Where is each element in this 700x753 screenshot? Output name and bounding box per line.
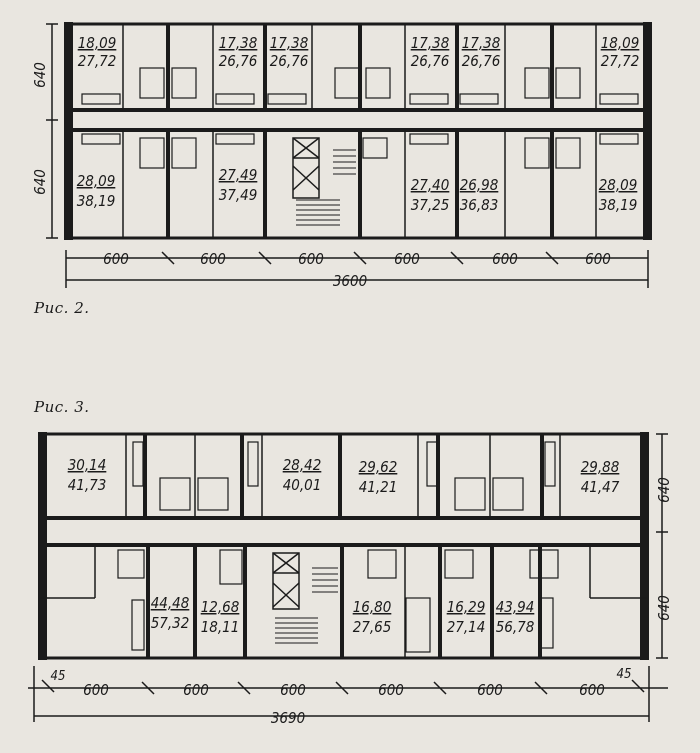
fig3-upper-total-4: 41,47 — [581, 478, 620, 496]
fig3-upper-total-2: 40,01 — [283, 476, 322, 494]
fig3-width-dim-2: 600 — [183, 681, 209, 699]
fig3-dimensions — [28, 433, 668, 722]
fig3-lower-living-3: 16,80 — [353, 598, 392, 616]
fig3-total-width: 3690 — [271, 709, 305, 727]
fig3-lower-thin-partitions — [40, 545, 647, 658]
fig2-upper-living-2: 17,38 — [219, 34, 258, 52]
fig3-width-dim-4: 600 — [378, 681, 404, 699]
fig3-stair-core — [272, 552, 338, 644]
fig3-upper-total-3: 41,21 — [359, 478, 398, 496]
fig2-upper-total-6: 27,72 — [601, 52, 640, 70]
fig3-lower-partitions — [146, 545, 542, 658]
fig2-width-dim-4: 600 — [394, 250, 420, 268]
fig3-lower-total-4: 27,14 — [447, 618, 486, 636]
fig2-width-dim-3: 600 — [298, 250, 324, 268]
fig3-lower-total-1: 57,32 — [151, 614, 190, 632]
fig2-total-width: 3600 — [333, 272, 367, 290]
fig2-lower-living-1: 28,09 — [77, 172, 116, 190]
fig2-height-dim-1: 640 — [31, 62, 49, 88]
fig2-dimensions — [46, 23, 649, 288]
fig3-caption: Рис. 3. — [33, 398, 90, 416]
fig2-lower-living-3: 27,40 — [411, 176, 450, 194]
fig3-sanitary-fixtures — [117, 441, 559, 653]
fig3-lower-total-3: 27,65 — [353, 618, 392, 636]
fig2-upper-thin-partitions — [122, 24, 597, 110]
fig2-upper-total-3: 26,76 — [270, 52, 309, 70]
fig2-lower-total-1: 38,19 — [77, 192, 116, 210]
fig3-upper-thin-partitions — [125, 434, 561, 518]
fig2-sanitary-fixtures — [81, 67, 639, 169]
fig2-height-dim-2: 640 — [31, 169, 49, 195]
fig2-upper-living-5: 17,38 — [462, 34, 501, 52]
fig3-area-labels: 30,14 41,73 28,42 40,01 29,62 41,21 29,8… — [68, 456, 620, 636]
fig2-lower-living-4: 26,98 — [460, 176, 499, 194]
fig3-upper-living-4: 29,88 — [581, 458, 620, 476]
fig3-height-dim-1: 640 — [655, 477, 673, 503]
fig2-upper-partitions — [166, 24, 554, 110]
fig3-edge-dim-right: 45 — [617, 667, 632, 682]
fig2-upper-total-5: 26,76 — [462, 52, 501, 70]
fig2-caption: Рис. 2. — [33, 299, 90, 317]
fig2-stair-core — [292, 137, 356, 226]
fig3-upper-living-3: 29,62 — [359, 458, 398, 476]
fig3-lower-total-2: 18,11 — [201, 618, 240, 636]
fig3-edge-dim-left: 45 — [51, 669, 66, 684]
figure-3-plan — [38, 432, 649, 660]
fig2-lower-living-5: 28,09 — [599, 176, 638, 194]
fig2-lower-total-4: 36,83 — [460, 196, 499, 214]
fig3-width-dim-6: 600 — [579, 681, 605, 699]
fig2-upper-living-4: 17,38 — [411, 34, 450, 52]
fig3-lower-living-4: 16,29 — [447, 598, 486, 616]
fig2-width-dim-2: 600 — [200, 250, 226, 268]
fig3-width-dim-3: 600 — [280, 681, 306, 699]
fig2-upper-living-6: 18,09 — [601, 34, 640, 52]
fig2-upper-total-2: 26,76 — [219, 52, 258, 70]
fig3-lower-total-5: 56,78 — [496, 618, 535, 636]
fig2-lower-partitions — [166, 130, 554, 238]
fig2-lower-thin-partitions — [122, 130, 597, 238]
fig3-upper-total-1: 41,73 — [68, 476, 107, 494]
fig2-upper-total-4: 26,76 — [411, 52, 450, 70]
fig3-width-dim-1: 600 — [83, 681, 109, 699]
fig3-upper-partitions — [143, 434, 544, 518]
fig2-lower-total-3: 37,25 — [411, 196, 450, 214]
fig2-lower-living-2: 27,49 — [219, 166, 258, 184]
fig3-lower-living-1: 44,48 — [151, 594, 190, 612]
figure-2-plan — [64, 22, 652, 240]
fig2-dimension-labels: 640 640 600 600 600 600 600 600 3600 — [31, 62, 611, 290]
fig2-width-dim-1: 600 — [103, 250, 129, 268]
fig2-lower-total-2: 37,49 — [219, 186, 258, 204]
fig3-height-dim-2: 640 — [655, 595, 673, 621]
fig2-width-dim-6: 600 — [585, 250, 611, 268]
fig2-width-dim-5: 600 — [492, 250, 518, 268]
fig3-lower-living-2: 12,68 — [201, 598, 240, 616]
fig2-lower-total-5: 38,19 — [599, 196, 638, 214]
fig2-upper-living-1: 18,09 — [78, 34, 117, 52]
fig3-width-dim-5: 600 — [477, 681, 503, 699]
fig3-lower-living-5: 43,94 — [496, 598, 535, 616]
fig3-upper-living-2: 28,42 — [283, 456, 322, 474]
fig3-dimension-labels: 640 640 45 45 600 600 600 600 600 600 36… — [51, 477, 673, 727]
fig2-upper-living-3: 17,38 — [270, 34, 309, 52]
fig2-area-labels: 18,09 27,72 17,38 26,76 17,38 26,76 17,3… — [77, 34, 640, 214]
fig3-upper-living-1: 30,14 — [68, 456, 107, 474]
fig2-upper-total-1: 27,72 — [78, 52, 117, 70]
